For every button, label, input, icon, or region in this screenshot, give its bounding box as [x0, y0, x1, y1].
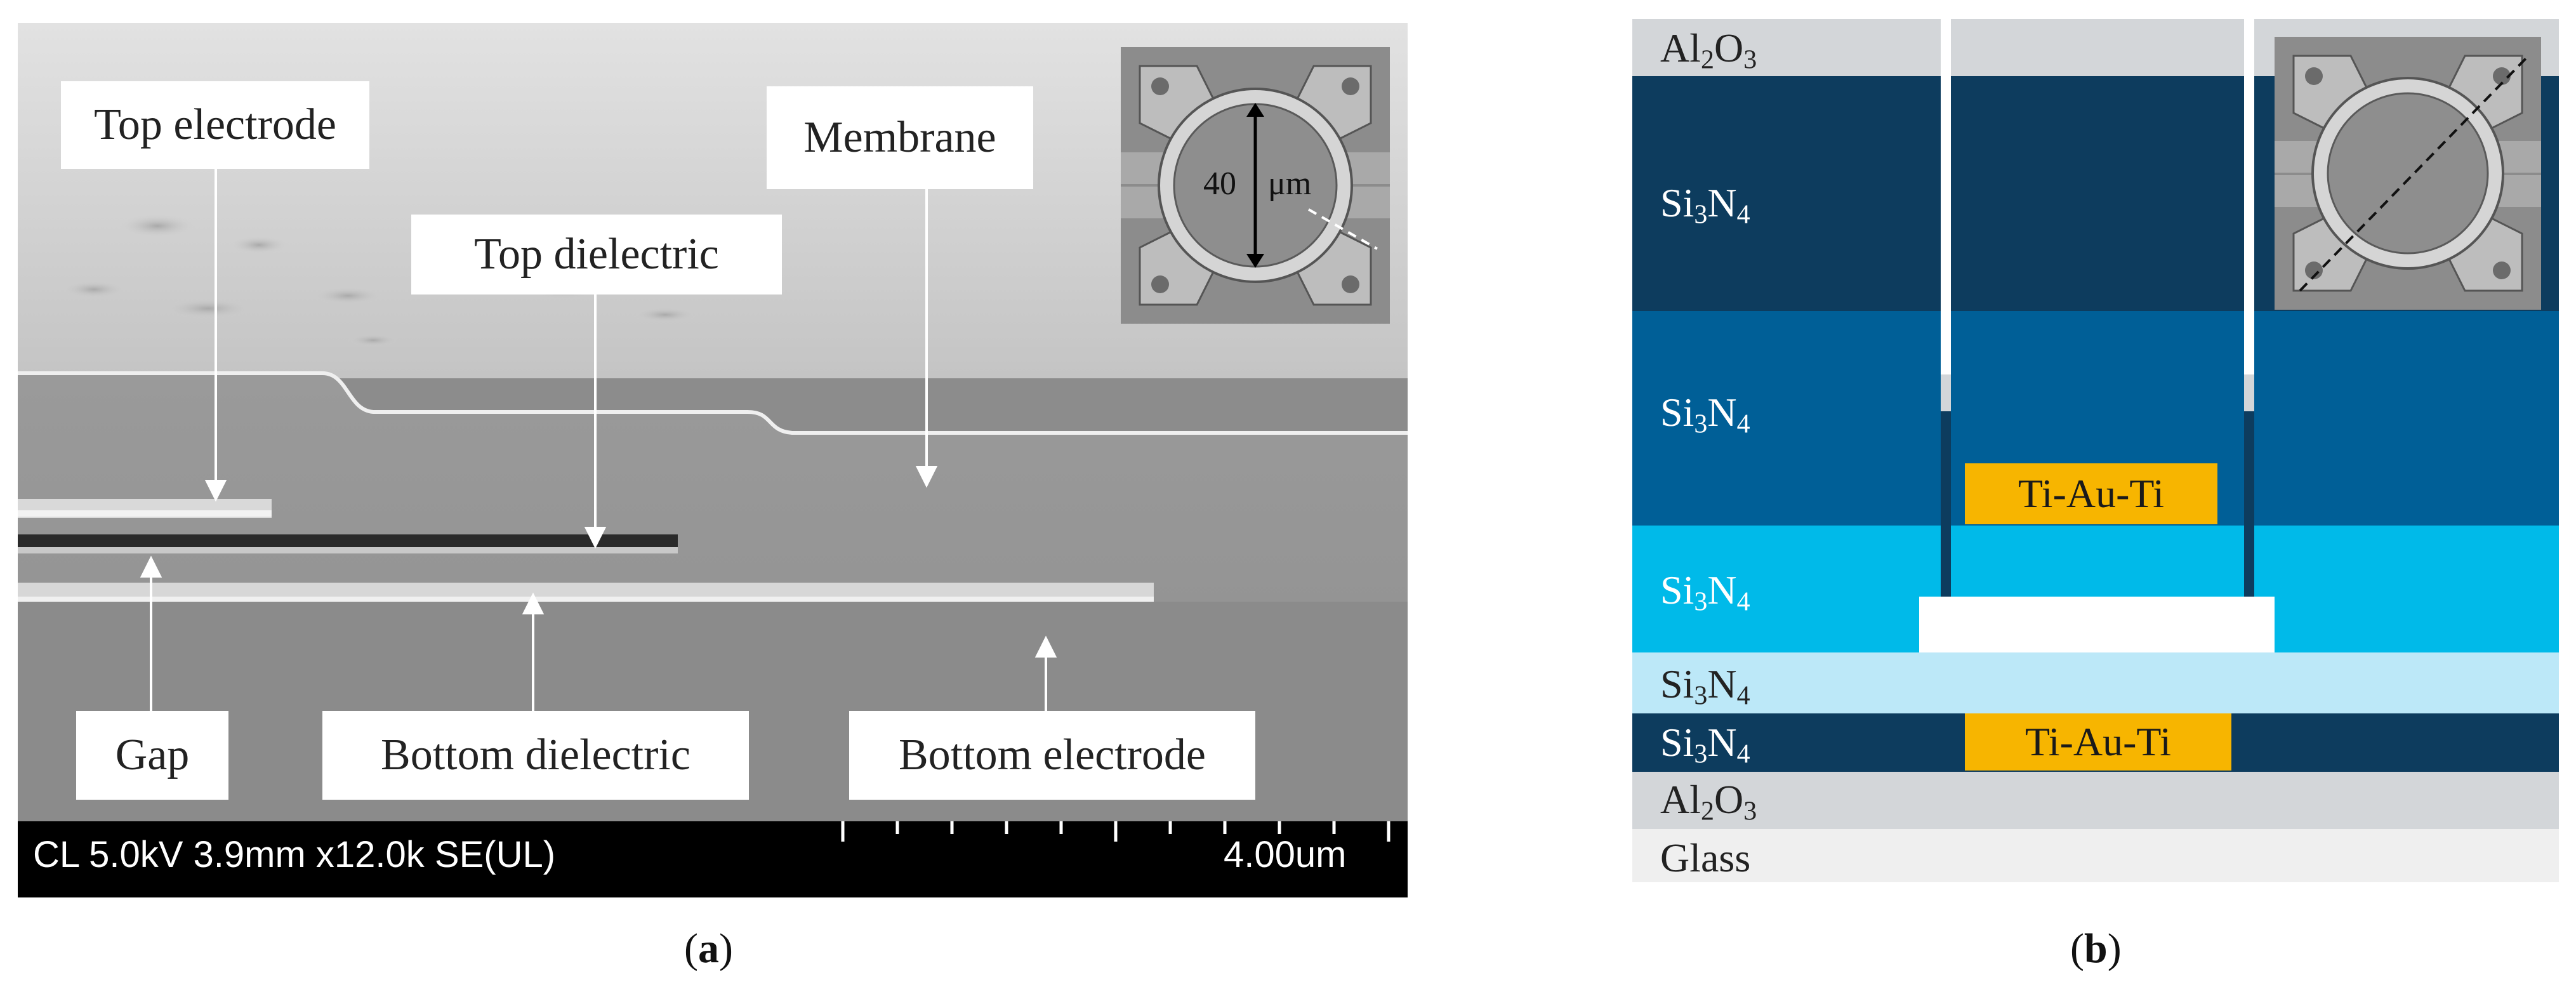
- label-si3n4-2: Si3N4: [1660, 390, 1750, 439]
- inset-dimension-unit: μm: [1268, 166, 1312, 202]
- sem-parameters: CL 5.0kV 3.9mm x12.0k SE(UL): [33, 834, 556, 875]
- callout-top-electrode: Top electrode: [61, 81, 369, 169]
- sem-info-bar: CL 5.0kV 3.9mm x12.0k SE(UL) 4.00um: [18, 821, 1408, 897]
- scale-bar-label: 4.00um: [1224, 834, 1347, 875]
- top-view-inset-a: 40 μm: [1121, 47, 1390, 324]
- caption-b: (b): [2070, 925, 2122, 972]
- trench-left-lower: [1941, 374, 1951, 411]
- label-al2o3-top: Al2O3: [1660, 25, 1757, 75]
- scale-bar-ticks: [841, 821, 1390, 842]
- callout-top-dielectric: Top dielectric: [411, 215, 782, 295]
- layer-stack-panel: Ti-Au-Ti Ti-Au-Ti Al2O3 Si3N4 Si3N4 Si3N…: [1632, 19, 2559, 882]
- label-si3n4-4: Si3N4: [1660, 661, 1750, 711]
- bottom-electrode-strip: [18, 583, 1154, 597]
- inset-device-image-b: [2275, 37, 2541, 310]
- trench-right-wall: [2244, 411, 2254, 652]
- bottom-electrode: Ti-Au-Ti: [1965, 713, 2231, 771]
- trench-right: [2244, 19, 2254, 374]
- label-si3n4-1: Si3N4: [1660, 180, 1750, 230]
- step-edge: [18, 371, 1408, 435]
- top-electrode: Ti-Au-Ti: [1965, 463, 2217, 524]
- trench-right-lower: [2244, 374, 2254, 411]
- label-glass: Glass: [1660, 835, 1751, 880]
- callout-gap: Gap: [76, 711, 228, 800]
- cavity-gap: [1919, 597, 2275, 652]
- layer-glass: [1632, 829, 2559, 882]
- trench-left-wall: [1941, 411, 1951, 652]
- trench-left: [1941, 19, 1951, 374]
- layer-si3n4-4: [1632, 652, 2559, 713]
- gap-strip: [18, 534, 678, 548]
- callout-arrows: [140, 169, 1057, 711]
- label-al2o3-bottom: Al2O3: [1660, 777, 1757, 826]
- caption-a: (a): [684, 925, 733, 972]
- inset-device-image: [1121, 47, 1390, 324]
- layer-al2o3-bottom: [1632, 772, 2559, 829]
- sem-cross-section-panel: Top electrode Membrane Top dielectric Ga…: [18, 23, 1408, 897]
- callout-bottom-electrode: Bottom electrode: [849, 711, 1255, 800]
- inset-dimension-value: 40: [1203, 166, 1236, 202]
- label-si3n4-3: Si3N4: [1660, 567, 1750, 617]
- label-si3n4-5: Si3N4: [1660, 720, 1750, 769]
- top-view-inset-b: [2275, 37, 2541, 310]
- callout-membrane: Membrane: [767, 86, 1033, 189]
- callout-bottom-dielectric: Bottom dielectric: [322, 711, 749, 800]
